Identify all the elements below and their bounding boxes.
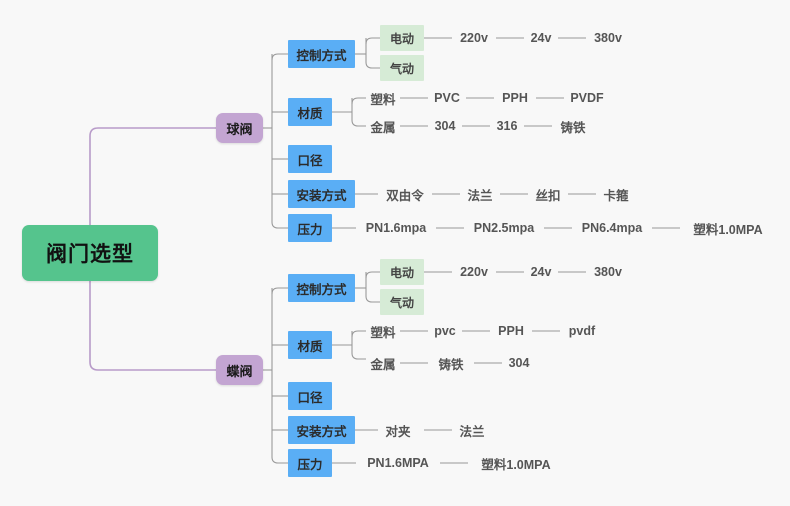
leaf-double-union[interactable]: 双由令 <box>386 188 424 203</box>
level2-node-pressure-butterfly[interactable]: 压力 <box>288 449 332 477</box>
leaf-304-butterfly[interactable]: 304 <box>508 356 530 370</box>
root-node[interactable]: 阀门选型 <box>22 225 158 281</box>
level2-node-pressure[interactable]: 压力 <box>288 214 332 242</box>
level2-node-installation[interactable]: 安装方式 <box>288 180 355 208</box>
level2-node-control-mode[interactable]: 控制方式 <box>288 40 355 68</box>
leaf-304[interactable]: 304 <box>434 119 456 133</box>
leaf-pph-butterfly[interactable]: PPH <box>498 324 524 338</box>
leaf-thread[interactable]: 丝扣 <box>535 188 561 203</box>
leaf-pn16mpa-butterfly[interactable]: PN1.6MPA <box>367 456 429 470</box>
leaf-pvc[interactable]: PVC <box>434 91 460 105</box>
level3-node-electric-butterfly[interactable]: 电动 <box>380 259 424 285</box>
level2-node-material[interactable]: 材质 <box>288 98 332 126</box>
branch-node-ball-valve[interactable]: 球阀 <box>216 113 263 143</box>
level3-node-electric[interactable]: 电动 <box>380 25 424 51</box>
level3-node-metal-butterfly[interactable]: 金属 <box>370 357 396 372</box>
leaf-380v[interactable]: 380v <box>594 31 622 45</box>
level3-node-pneumatic[interactable]: 气动 <box>380 55 424 81</box>
leaf-220v[interactable]: 220v <box>460 31 488 45</box>
leaf-flange-butterfly[interactable]: 法兰 <box>459 424 485 439</box>
leaf-pn25mpa[interactable]: PN2.5mpa <box>473 221 535 235</box>
leaf-24v[interactable]: 24v <box>530 31 552 45</box>
level2-node-material-butterfly[interactable]: 材质 <box>288 331 332 359</box>
leaf-clamp[interactable]: 卡箍 <box>603 188 629 203</box>
level3-node-plastic[interactable]: 塑料 <box>370 92 396 107</box>
leaf-plastic-10mpa-butterfly[interactable]: 塑料1.0MPA <box>481 457 551 472</box>
leaf-cast-iron-butterfly[interactable]: 铸铁 <box>438 357 464 372</box>
leaf-pvc-butterfly[interactable]: pvc <box>434 324 456 338</box>
leaf-380v-butterfly[interactable]: 380v <box>594 265 622 279</box>
level2-node-control-mode-butterfly[interactable]: 控制方式 <box>288 274 355 302</box>
leaf-pph[interactable]: PPH <box>502 91 528 105</box>
leaf-pvdf-butterfly[interactable]: pvdf <box>568 324 596 338</box>
leaf-flange[interactable]: 法兰 <box>467 188 493 203</box>
level3-node-plastic-butterfly[interactable]: 塑料 <box>370 325 396 340</box>
leaf-24v-butterfly[interactable]: 24v <box>530 265 552 279</box>
leaf-316[interactable]: 316 <box>496 119 518 133</box>
leaf-cast-iron[interactable]: 铸铁 <box>560 120 586 135</box>
level2-node-installation-butterfly[interactable]: 安装方式 <box>288 416 355 444</box>
leaf-plastic-10mpa[interactable]: 塑料1.0MPA <box>693 222 763 237</box>
leaf-pn16mpa[interactable]: PN1.6mpa <box>365 221 427 235</box>
leaf-wafer[interactable]: 对夹 <box>385 424 411 439</box>
leaf-pn64mpa[interactable]: PN6.4mpa <box>581 221 643 235</box>
level2-node-caliber-butterfly[interactable]: 口径 <box>288 382 332 410</box>
level2-node-caliber[interactable]: 口径 <box>288 145 332 173</box>
branch-node-butterfly-valve[interactable]: 蝶阀 <box>216 355 263 385</box>
level3-node-metal[interactable]: 金属 <box>370 120 396 135</box>
leaf-pvdf[interactable]: PVDF <box>570 91 604 105</box>
leaf-220v-butterfly[interactable]: 220v <box>460 265 488 279</box>
level3-node-pneumatic-butterfly[interactable]: 气动 <box>380 289 424 315</box>
